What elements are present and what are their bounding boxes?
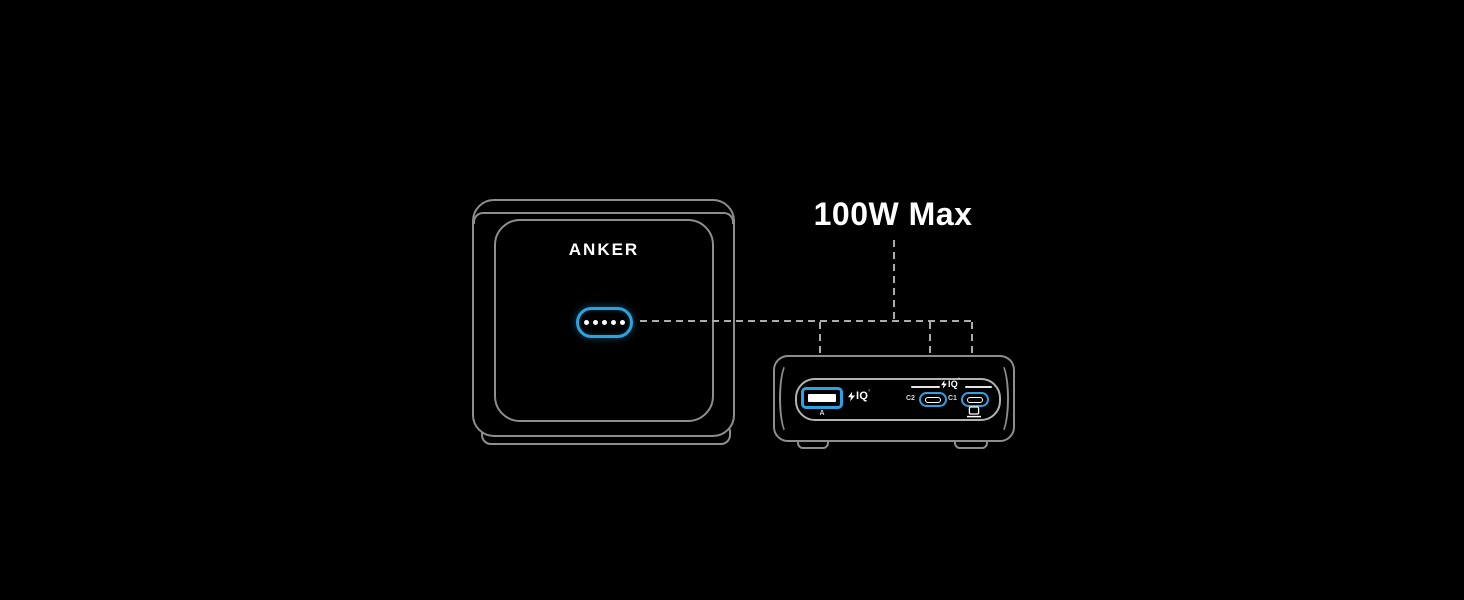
led-dot-icon xyxy=(602,320,607,325)
usb-a-port xyxy=(801,387,843,409)
charger-top-edge xyxy=(473,212,734,224)
connector-usb-c1-line xyxy=(971,322,973,373)
side-edge-curve-right xyxy=(991,362,1009,435)
led-indicator-pill xyxy=(576,307,633,338)
usb-c1-port-label: C1 xyxy=(948,395,957,402)
led-dot-icon xyxy=(584,320,589,325)
callout-connector-line xyxy=(893,240,895,321)
usb-c1-tongue xyxy=(967,396,983,403)
led-dot-icon xyxy=(593,320,598,325)
connector-usb-a-line xyxy=(819,322,821,376)
usb-c2-port-label: C2 xyxy=(906,395,915,402)
anker-logo: ANKER xyxy=(568,240,640,259)
lightning-bolt-icon xyxy=(941,380,947,389)
callout-label: 100W Max xyxy=(813,196,973,232)
led-to-ports-connector-line xyxy=(640,320,974,322)
laptop-icon xyxy=(967,406,981,418)
led-dot-icon xyxy=(620,320,625,325)
poweriq-badge-usb-c: IQ ’ xyxy=(941,377,960,389)
poweriq-superscript: ’ xyxy=(868,389,870,396)
usb-c2-tongue xyxy=(925,396,941,403)
poweriq-badge-usb-a: IQ ’ xyxy=(848,389,870,402)
ports-panel xyxy=(795,378,1001,421)
usb-a-tongue xyxy=(808,393,836,402)
usb-c1-port xyxy=(961,392,989,407)
poweriq-text: IQ xyxy=(948,379,959,389)
led-dot-icon xyxy=(611,320,616,325)
poweriq-divider-right xyxy=(965,386,992,388)
usb-a-port-label: A xyxy=(819,410,825,417)
poweriq-superscript: ’ xyxy=(958,377,960,384)
usb-c2-port xyxy=(919,392,947,407)
lightning-bolt-icon xyxy=(848,391,855,402)
poweriq-divider-left xyxy=(911,386,940,388)
connector-usb-c2-line xyxy=(929,322,931,373)
poweriq-text: IQ xyxy=(856,390,869,402)
side-edge-curve-left xyxy=(779,362,797,435)
